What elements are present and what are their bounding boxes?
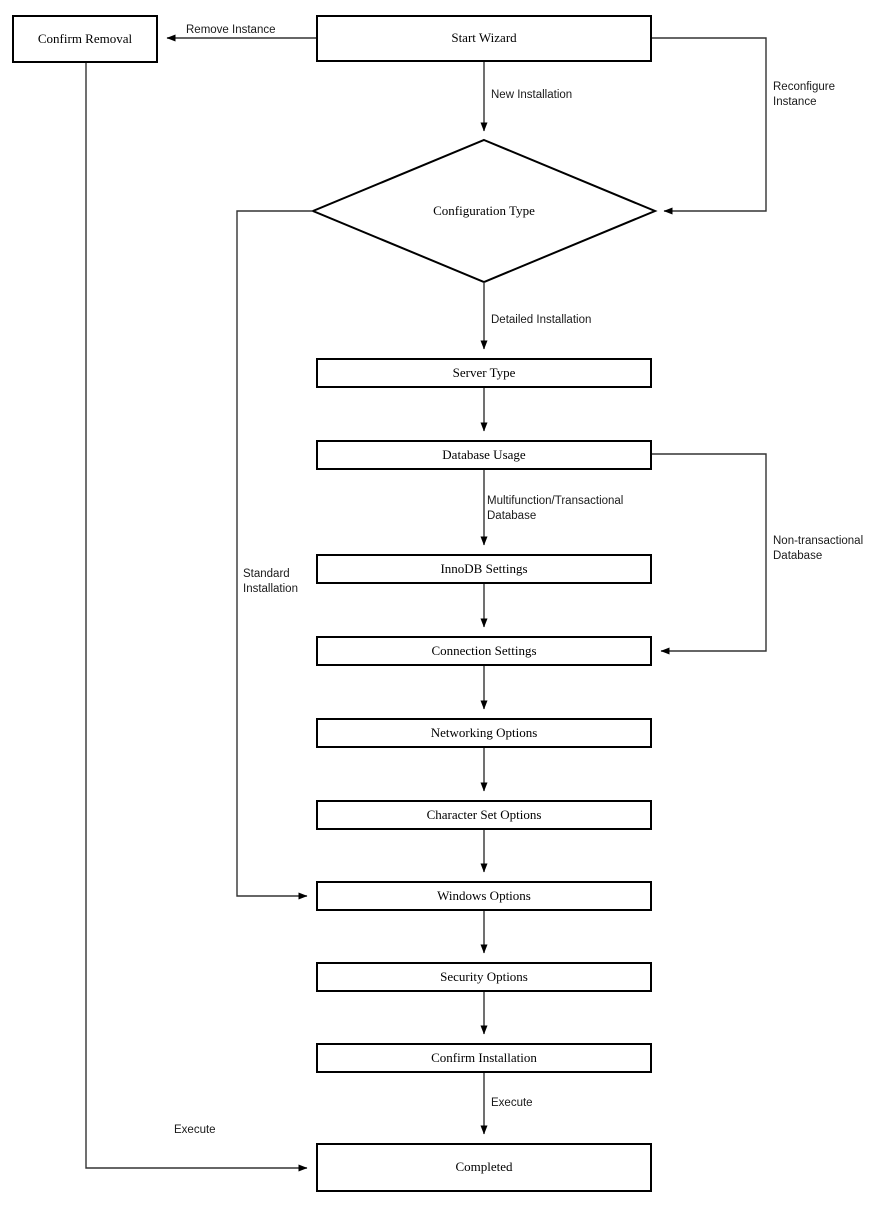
edge-label-execute-install: Execute bbox=[491, 1097, 533, 1109]
node-start-wizard[interactable]: Start Wizard bbox=[316, 15, 652, 62]
connector-reconfigure-instance bbox=[652, 37, 767, 215]
edge-label-execute-removal: Execute bbox=[174, 1124, 216, 1136]
node-completed[interactable]: Completed bbox=[316, 1143, 652, 1192]
node-label-character-set-options: Character Set Options bbox=[426, 806, 542, 822]
node-label-networking-options: Networking Options bbox=[430, 724, 538, 740]
edge-label-remove-instance: Remove Instance bbox=[186, 24, 276, 36]
node-confirm-removal[interactable]: Confirm Removal bbox=[12, 15, 158, 63]
node-label-innodb-settings: InnoDB Settings bbox=[440, 560, 528, 576]
node-server-type[interactable]: Server Type bbox=[316, 358, 652, 388]
edge-label-standard-installation: Standard Installation bbox=[243, 568, 298, 595]
node-connection-settings[interactable]: Connection Settings bbox=[316, 636, 652, 666]
node-label-database-usage: Database Usage bbox=[442, 446, 526, 462]
edge-label-multifunction-transactional: Multifunction/Transactional Database bbox=[487, 495, 624, 522]
node-label-confirm-installation: Confirm Installation bbox=[431, 1049, 537, 1065]
node-label-server-type: Server Type bbox=[452, 364, 516, 380]
edge-label-non-transactional: Non-transactional Database bbox=[773, 535, 864, 562]
node-label-windows-options: Windows Options bbox=[437, 887, 531, 903]
node-confirm-installation[interactable]: Confirm Installation bbox=[316, 1043, 652, 1073]
node-innodb-settings[interactable]: InnoDB Settings bbox=[316, 554, 652, 584]
decision-shape-configuration-type bbox=[310, 138, 658, 284]
node-database-usage[interactable]: Database Usage bbox=[316, 440, 652, 470]
node-security-options[interactable]: Security Options bbox=[316, 962, 652, 992]
node-label-connection-settings: Connection Settings bbox=[431, 642, 537, 658]
node-label-start-wizard: Start Wizard bbox=[451, 30, 517, 46]
node-networking-options[interactable]: Networking Options bbox=[316, 718, 652, 748]
node-character-set-options[interactable]: Character Set Options bbox=[316, 800, 652, 830]
node-label-security-options: Security Options bbox=[440, 968, 528, 984]
node-windows-options[interactable]: Windows Options bbox=[316, 881, 652, 911]
node-label-completed: Completed bbox=[455, 1159, 513, 1175]
node-label-confirm-removal: Confirm Removal bbox=[37, 30, 133, 46]
edge-label-new-installation: New Installation bbox=[491, 89, 573, 101]
edge-label-detailed-installation: Detailed Installation bbox=[491, 314, 592, 326]
edge-label-reconfigure-instance: Reconfigure Instance bbox=[773, 81, 836, 108]
connector-execute-removal bbox=[85, 63, 308, 1172]
connector-standard-installation bbox=[236, 210, 313, 900]
connector-non-transactional bbox=[652, 453, 767, 655]
